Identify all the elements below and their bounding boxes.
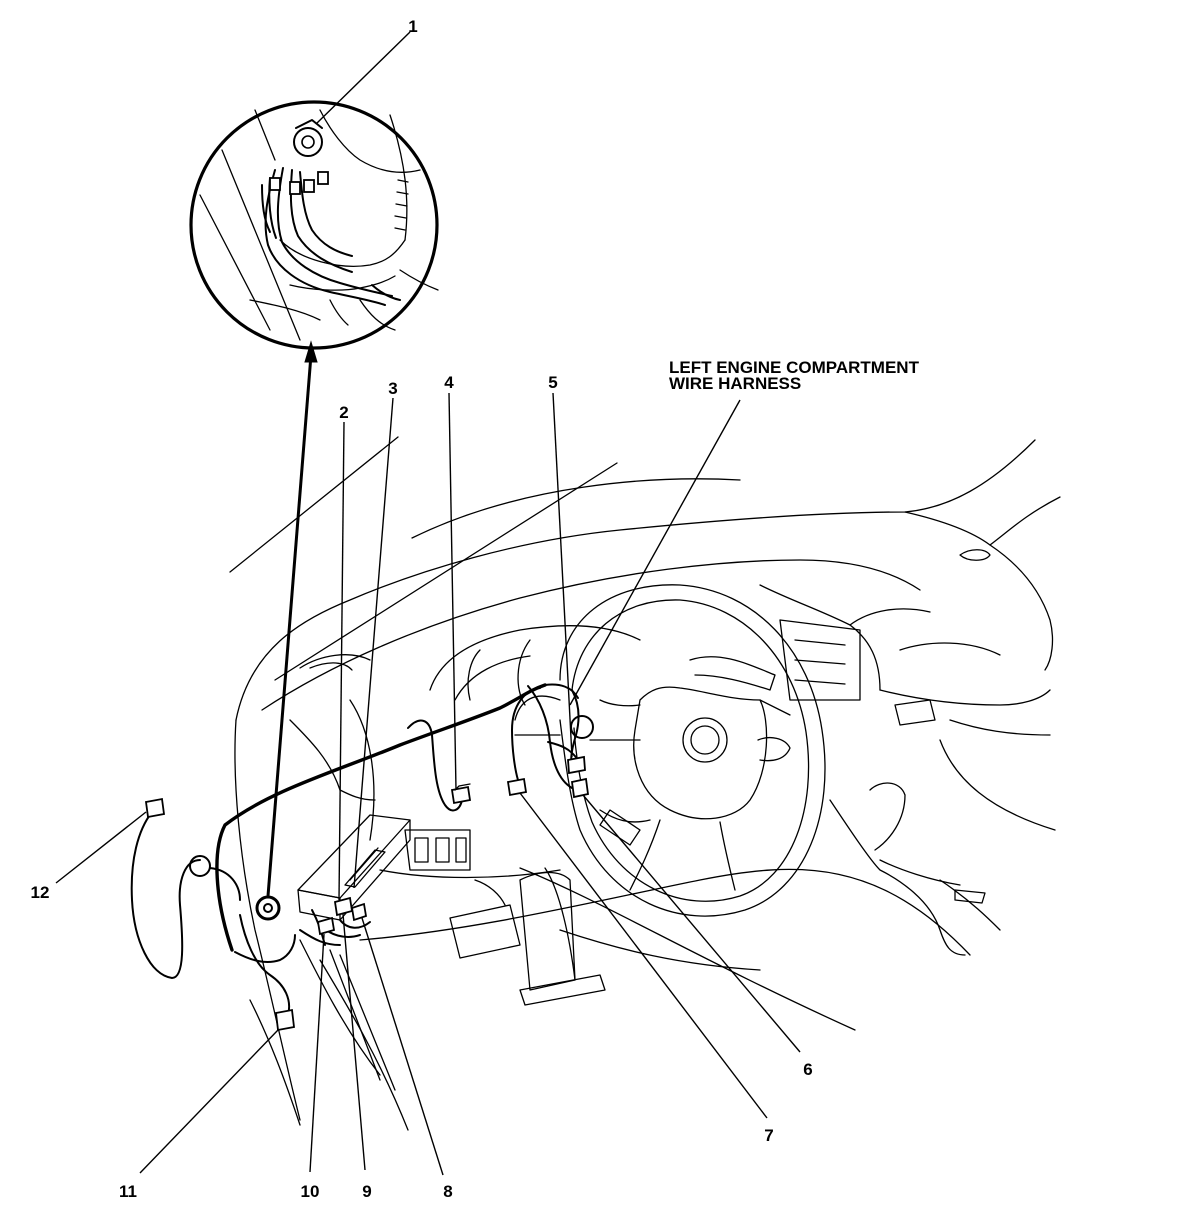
callout-11: 11 (119, 1182, 137, 1201)
callout-8: 8 (443, 1182, 452, 1201)
callout-2: 2 (339, 403, 348, 422)
callout-9: 9 (362, 1182, 371, 1201)
callout-4: 4 (444, 373, 454, 392)
connector-11 (275, 1008, 295, 1032)
harness-label-line1: LEFT ENGINE COMPARTMENT (669, 358, 920, 377)
connector-5 (567, 755, 586, 775)
connector-6 (570, 777, 590, 799)
connectors (144, 755, 590, 1032)
connector-8 (350, 902, 368, 922)
main-harness (130, 683, 594, 1016)
callout-labels: 1 2 3 4 5 6 7 8 9 10 11 12 (31, 17, 813, 1201)
callout-12: 12 (31, 883, 50, 902)
detail-arrow (266, 340, 318, 897)
connector-12 (144, 797, 166, 819)
callout-7: 7 (764, 1126, 773, 1145)
detail-circle (189, 100, 439, 350)
callout-6: 6 (803, 1060, 812, 1079)
fuse-box (297, 814, 411, 921)
harness-label: LEFT ENGINE COMPARTMENT WIRE HARNESS (669, 358, 920, 393)
dashboard-outline (229, 436, 1061, 1131)
connector-10 (316, 916, 336, 936)
harness-label-line2: WIRE HARNESS (669, 374, 801, 393)
ground-terminal-detail (269, 119, 329, 195)
connector-4 (450, 783, 472, 805)
detail-harness-bundle (261, 167, 401, 306)
callout-10: 10 (301, 1182, 320, 1201)
detail-inset (189, 100, 439, 350)
connector-7 (506, 777, 528, 797)
leader-lines (55, 31, 801, 1176)
callout-1: 1 (408, 17, 417, 36)
callout-3: 3 (388, 379, 397, 398)
callout-5: 5 (548, 373, 557, 392)
connector-9 (333, 896, 354, 917)
steering-wheel (514, 584, 826, 917)
